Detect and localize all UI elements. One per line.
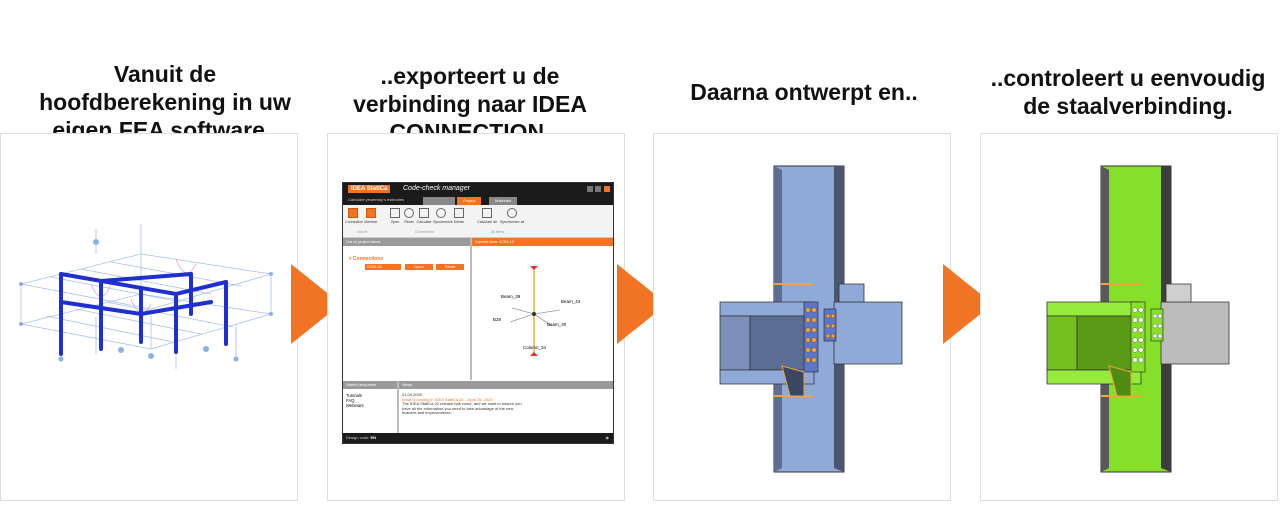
resources-list: Tutorials FAQ Webinars (346, 393, 364, 408)
app-logo: IDEA StatiCa (348, 185, 391, 193)
window-title-bar: IDEA StatiCa Code-check manager (343, 183, 613, 195)
refresh-icon (436, 208, 446, 218)
ribbon-group-label: All items (491, 230, 505, 234)
list-pane-header: List of project items (343, 238, 470, 246)
title-line: ..exporteert u de (380, 63, 560, 89)
button-label: Synchronize all (499, 220, 525, 224)
button-label: Synchronize (433, 220, 453, 224)
news-body: features and improvements. (402, 410, 452, 416)
member-label: Beam_39 (501, 294, 521, 299)
code-check-manager-window: IDEA StatiCa Code-check manager Calculat… (342, 182, 614, 444)
title-line: Daarna ontwerpt en.. (690, 79, 918, 105)
fea-model-panel (0, 133, 298, 501)
member-icon (366, 208, 376, 218)
member-label: B28 (493, 317, 502, 322)
news-header: News (399, 381, 613, 389)
synchronize-button[interactable]: Synchronize (433, 208, 453, 224)
calculator-icon (419, 208, 429, 218)
refresh-icon (507, 208, 517, 218)
news-item: 01.04.2020 What is coming in IDEA StatiC… (402, 392, 522, 416)
reset-item-button[interactable]: Reset (436, 264, 464, 270)
resource-link-webinars[interactable]: Webinars (346, 403, 364, 408)
title-line: de staalverbinding. (1023, 93, 1233, 119)
news-body: have all the information you need to tak… (402, 405, 514, 411)
tree-group-label: Connections (352, 256, 384, 262)
design-code-value[interactable]: EN (370, 435, 377, 440)
button-label: Member (364, 220, 378, 224)
member-button[interactable]: Member (363, 208, 379, 224)
resources-header: Useful resources (343, 381, 397, 389)
member-label: Column_34 (523, 345, 547, 350)
step-1-title: Vanuit de hoofdberekening in uw eigen FE… (15, 60, 315, 144)
delete-button[interactable]: Delete (451, 208, 467, 224)
calculate-button[interactable]: Calculate (416, 208, 432, 224)
step-4-title: ..controleert u eenvoudig de staalverbin… (963, 64, 1280, 120)
status-bar: Design code: EN ◉ (343, 433, 613, 443)
news-body: The IDEA StatiCa 20 release has come, an… (402, 401, 522, 407)
design-code-label: Design code: (346, 435, 370, 440)
current-item-header: Current item: CON-12 (472, 238, 613, 246)
button-label: Reset (404, 220, 414, 224)
title-line: ..controleert u eenvoudig (990, 65, 1266, 91)
step-3-title: Daarna ontwerpt en.. (654, 78, 954, 106)
title-line: hoofdberekening in uw (39, 89, 291, 115)
resource-link-faq[interactable]: FAQ (346, 398, 355, 403)
connection-button[interactable]: Connection (345, 208, 364, 224)
item-name[interactable]: CON-12 (365, 264, 401, 270)
news-date: 01.04.2020 (402, 392, 423, 397)
close-icon[interactable] (604, 186, 610, 192)
fea-model-illustration (19, 224, 273, 369)
open-item-button[interactable]: Open (405, 264, 433, 270)
reset-button[interactable]: Reset (401, 208, 417, 224)
idea-connection-panel: IDEA StatiCa Code-check manager Calculat… (327, 133, 625, 501)
checked-connection-model (1046, 165, 1230, 473)
connection-check-panel (980, 133, 1278, 501)
title-line: verbinding naar IDEA (353, 91, 587, 117)
window-title: Code-check manager (403, 185, 470, 192)
news-headline[interactable]: What is coming in IDEA StatiCa 20 – Apri… (402, 396, 493, 402)
eye-icon[interactable]: ◉ (605, 435, 610, 440)
member-label: Beam_40 (547, 322, 567, 327)
synchronize-all-button[interactable]: Synchronize all (499, 208, 525, 224)
calculator-icon (482, 208, 492, 218)
button-label: Delete (453, 220, 465, 224)
power-icon (404, 208, 414, 218)
minimize-icon[interactable] (587, 186, 593, 192)
button-label: Connection (345, 220, 364, 224)
tab-materials[interactable]: Materials (489, 197, 518, 205)
ribbon-group-label: Current item (415, 230, 435, 234)
button-label: Calculate all (477, 220, 497, 224)
steel-connection-model (719, 165, 903, 473)
ribbon-group-label: Import (357, 230, 367, 234)
pane-divider (397, 381, 399, 435)
delete-icon (454, 208, 464, 218)
connection-design-panel (653, 133, 951, 501)
button-label: Open (390, 220, 400, 224)
member-label: Beam_44 (561, 299, 581, 304)
app-slogan: Calculate yesterday's estimates (348, 197, 405, 202)
maximize-icon[interactable] (595, 186, 601, 192)
title-line: Vanuit de (113, 61, 217, 87)
folder-icon (390, 208, 400, 218)
tab-bar: Calculate yesterday's estimates Project … (343, 195, 613, 205)
resource-link-tutorials[interactable]: Tutorials (346, 393, 362, 398)
expand-icon[interactable]: ▾ (349, 256, 353, 262)
tree-group[interactable]: ▾ Connections (349, 256, 383, 262)
tab-project[interactable]: Project (457, 197, 482, 205)
pane-divider (470, 238, 472, 380)
ribbon: Connection Member Open Reset Calculate S… (343, 205, 613, 238)
open-button[interactable]: Open (387, 208, 403, 224)
tab-home[interactable] (423, 197, 455, 205)
connection-preview (509, 266, 561, 356)
button-label: Calculate (416, 220, 432, 224)
connection-icon (348, 208, 358, 218)
calculate-all-button[interactable]: Calculate all (476, 208, 498, 224)
